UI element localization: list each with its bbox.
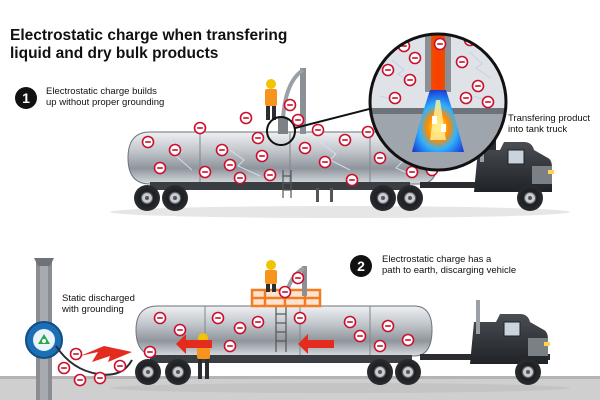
- title-line-1: Electrostatic charge when transfering: [10, 27, 288, 44]
- transfer-callout-line-1: Transfering product: [508, 113, 591, 124]
- step-1-caption-line-1: Electrostatic charge builds: [46, 86, 157, 97]
- truck-grounded: [0, 258, 600, 400]
- step-2-badge: 2: [350, 255, 372, 277]
- step-1-badge: 1: [15, 87, 37, 109]
- tractor-cab-1: [420, 132, 554, 192]
- worker-icon: [265, 79, 277, 120]
- step-2-caption-line-2: path to earth, discarging vehicle: [382, 265, 517, 276]
- step-1-caption: Electrostatic charge builds up without p…: [46, 86, 196, 108]
- step-1-caption-line-2: up without proper grounding: [46, 97, 165, 108]
- page-title: Electrostatic charge when transfering li…: [10, 27, 340, 63]
- tractor-cab-2: [420, 300, 550, 364]
- worker-icon: [265, 260, 277, 292]
- discharge-arrow-icon: [80, 334, 334, 362]
- step-2-caption-line-1: Electrostatic charge has a: [382, 254, 492, 265]
- step-2-caption: Electrostatic charge has a path to earth…: [382, 254, 552, 276]
- transfer-callout: Transfering product into tank truck: [508, 113, 598, 135]
- grounding-callout-line-2: with grounding: [62, 304, 124, 315]
- truck-ungrounded: [110, 68, 570, 218]
- zoom-inset: [368, 32, 508, 172]
- title-line-2: liquid and dry bulk products: [10, 45, 219, 62]
- transfer-callout-line-2: into tank truck: [508, 124, 568, 135]
- grounding-reel-icon: [25, 321, 63, 359]
- loading-arm-1: [278, 68, 306, 134]
- magnifier-ring: [266, 116, 296, 146]
- grounding-callout: Static discharged with grounding: [62, 293, 172, 315]
- grounding-callout-line-1: Static discharged: [62, 293, 135, 304]
